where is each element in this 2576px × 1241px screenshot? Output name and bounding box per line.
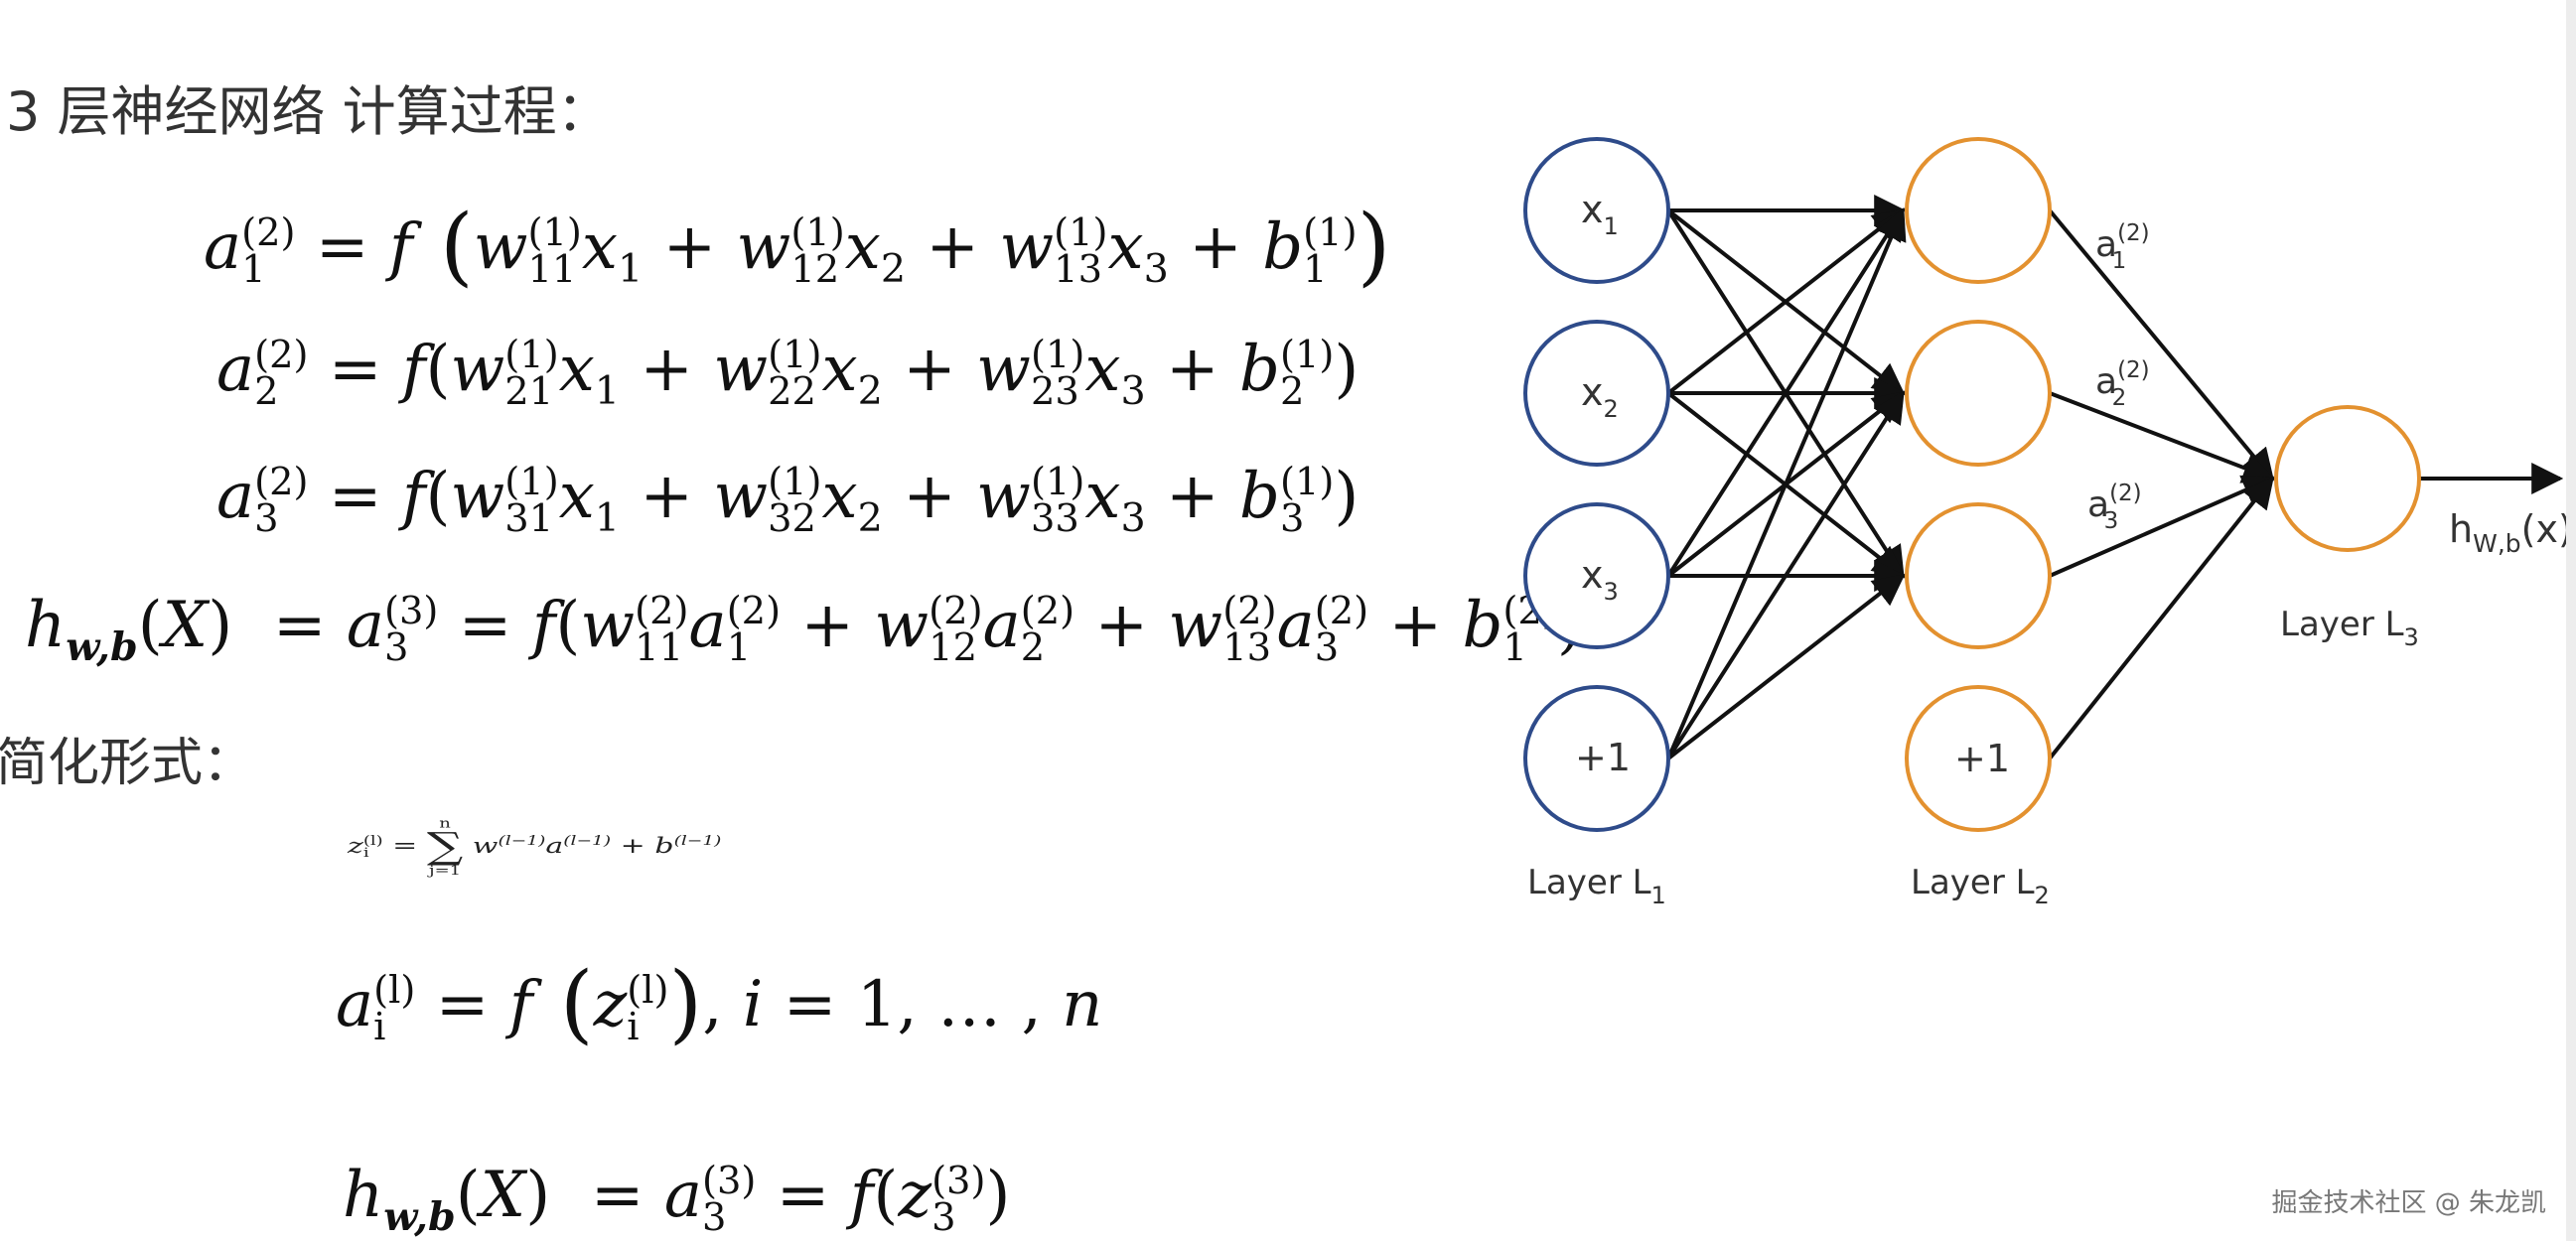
hidden-node-label: +1 <box>1954 737 2010 780</box>
edge-hidden-2-output <box>2049 391 2275 483</box>
edge-hidden-3-output <box>2049 475 2275 578</box>
layer-label-1: Layer L1 <box>1527 863 1666 909</box>
equation-h-general: hw,b(X) = a(3)3 = f(z(3)3) <box>343 1159 1011 1240</box>
hidden-node-1 <box>1905 137 2052 284</box>
input-node-2 <box>1523 320 1670 467</box>
hidden-activation-label-1: a(2)1 <box>2095 220 2150 274</box>
layer-label-2: Layer L2 <box>1911 863 2050 909</box>
hidden-node-2 <box>1905 320 2052 467</box>
input-node-4 <box>1523 685 1670 832</box>
input-node-3 <box>1523 502 1670 649</box>
network-edges <box>1666 195 2564 760</box>
edge-input-3-hidden-1 <box>1666 207 1905 578</box>
output-node <box>2274 405 2421 552</box>
heading-main: 3 层神经网络 计算过程： <box>6 80 611 143</box>
heading-simplified: 简化形式： <box>0 734 255 793</box>
hidden-activation-label-3: a(2)3 <box>2087 481 2142 534</box>
edge-hidden-4-output <box>2048 476 2274 760</box>
hidden-node-3 <box>1905 502 2052 649</box>
equation-a-general: a(l)i = f (z(l)i), i = 1, … , n <box>336 954 1103 1053</box>
scrollbar-track[interactable] <box>2566 0 2576 1241</box>
network-nodes <box>1523 137 2421 832</box>
output-label: hW,b(x) <box>2449 507 2573 558</box>
equation-z-sum: z(l)i = n∑j=1 w(l−1)a(l−1) + b(l−1) <box>348 816 722 879</box>
input-node-label: +1 <box>1575 736 1631 779</box>
edge-input-2-hidden-1 <box>1666 208 1906 395</box>
watermark: 掘金技术社区 @ 朱龙凯 <box>2271 1188 2546 1218</box>
edge-input-4-hidden-1 <box>1666 207 1907 759</box>
edge-input-4-hidden-2 <box>1666 390 1905 760</box>
input-node-1 <box>1523 137 1670 284</box>
layer-label-3: Layer L3 <box>2280 605 2419 651</box>
hidden-activation-label-2: a(2)2 <box>2095 357 2150 411</box>
hidden-node-4 <box>1905 685 2052 832</box>
edge-input-4-hidden-3 <box>1666 574 1906 760</box>
edge-hidden-1-output <box>2048 208 2275 482</box>
